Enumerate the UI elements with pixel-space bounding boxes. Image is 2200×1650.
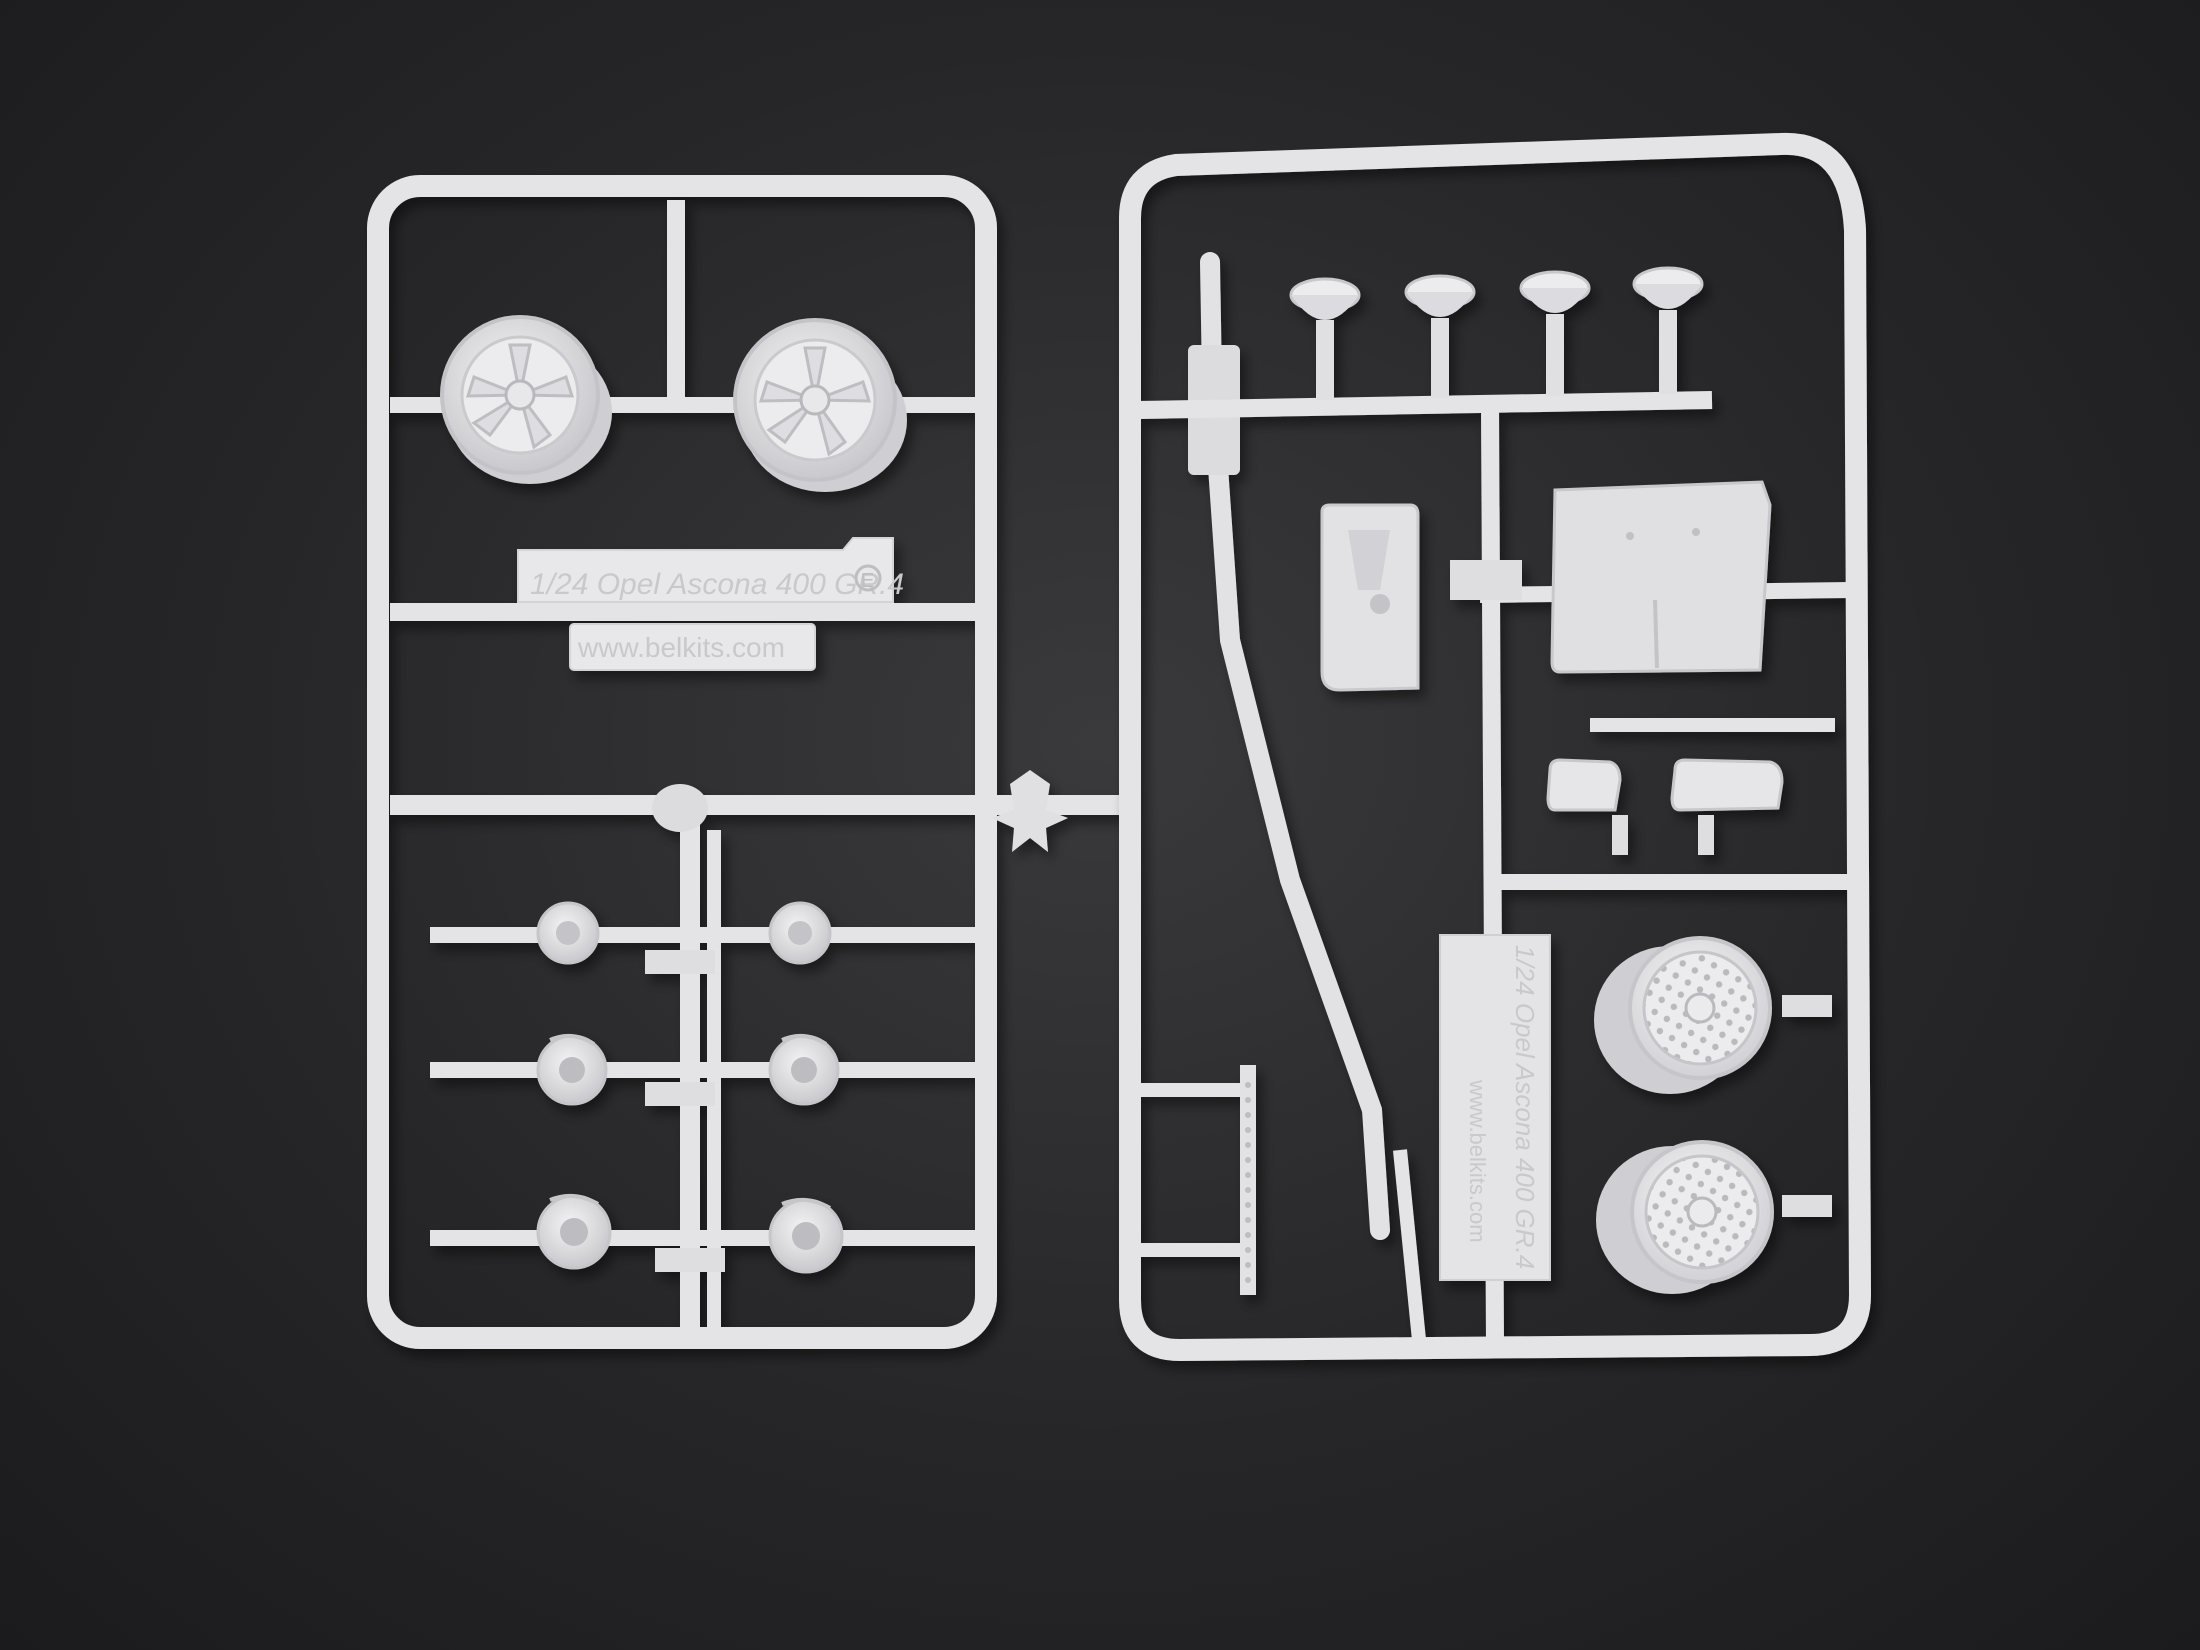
left-sprue: 1/24 Opel Ascona 400 GR.4 E www.belkits.… — [367, 175, 1120, 1349]
hub-part — [536, 901, 600, 965]
mirror-part — [1670, 758, 1784, 855]
headlamp-part — [1519, 270, 1591, 396]
kit-tag-text-2: www.belkits.com — [1465, 1079, 1490, 1243]
website-text: www.belkits.com — [577, 632, 785, 663]
sprue-tab — [645, 950, 715, 974]
sprue-tab — [1450, 560, 1522, 600]
right-sprue-runner — [1393, 1149, 1427, 1351]
mesh-wheel — [1596, 1140, 1774, 1294]
website-tag: www.belkits.com — [569, 623, 816, 671]
air-box-part — [1320, 503, 1420, 692]
five-spoke-wheel — [440, 315, 612, 484]
kit-nameplate: 1/24 Opel Ascona 400 GR.4 E — [517, 537, 904, 603]
brake-disc-part — [536, 1193, 612, 1270]
right-sprue: 1/24 Opel Ascona 400 GR.4 www.belkits.co… — [1119, 132, 1872, 1362]
mesh-wheel — [1594, 936, 1772, 1094]
sprue-tab — [645, 1082, 715, 1106]
sprue-letter: E — [861, 570, 874, 592]
grille-part — [1240, 1065, 1256, 1295]
right-sprue-runner — [1139, 391, 1713, 419]
hub-part — [768, 901, 832, 965]
brake-disc-part — [768, 1197, 844, 1274]
brake-disc-part — [536, 1033, 608, 1106]
sprue-tab — [1782, 995, 1832, 1017]
mirror-part — [1546, 758, 1628, 855]
sprue-gate — [652, 784, 708, 832]
five-spoke-wheel — [733, 318, 907, 492]
sprue-tab — [655, 1248, 725, 1272]
brake-disc-part — [768, 1033, 840, 1106]
headlamp-part — [1404, 274, 1476, 398]
fuel-tank-part — [1550, 480, 1772, 674]
kit-nameplate-text: 1/24 Opel Ascona 400 GR.4 — [530, 568, 904, 601]
right-sprue-frame — [1119, 132, 1872, 1362]
headlamp-part — [1289, 277, 1361, 400]
sprue-tab — [1782, 1195, 1832, 1217]
headlamp-part — [1632, 266, 1704, 394]
sprue-connector — [992, 770, 1068, 852]
left-sprue-frame — [367, 175, 997, 1349]
kit-tag-text: 1/24 Opel Ascona 400 GR.4 — [1510, 945, 1540, 1269]
kit-tag-vertical: 1/24 Opel Ascona 400 GR.4 www.belkits.co… — [1439, 934, 1551, 1281]
